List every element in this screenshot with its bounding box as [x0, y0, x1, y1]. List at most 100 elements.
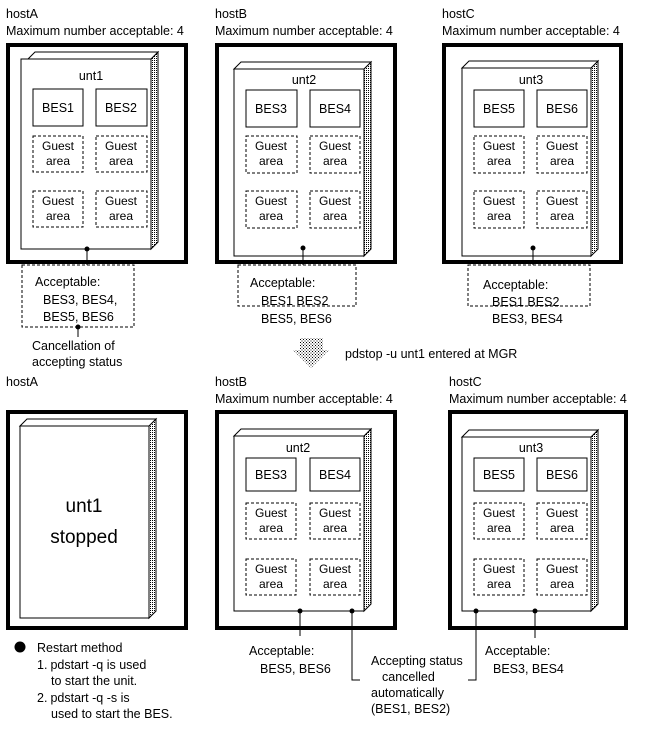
guest-label: area: [109, 154, 133, 168]
step-text: is: [117, 691, 130, 705]
bes-box: [309, 89, 361, 128]
guest-area: [95, 190, 148, 228]
guest-area: [309, 135, 361, 174]
guest-label: area: [550, 154, 574, 168]
guest-area: [32, 190, 84, 228]
unit-label: unt2: [286, 441, 310, 455]
unit-shadow: [148, 417, 157, 620]
unit-shadow-top: [232, 61, 373, 70]
bes-label: BES2: [105, 101, 137, 115]
guest-label: area: [487, 577, 511, 591]
guest-label: Guest: [319, 562, 352, 576]
restart-step-2: 2.pdstart -q -s is: [37, 691, 130, 705]
bes-label: BES5: [483, 468, 515, 482]
step-text: is used: [103, 658, 146, 672]
guest-label: Guest: [105, 139, 138, 153]
bullet-icon: [14, 641, 26, 653]
acceptable-title: Acceptable:: [35, 275, 100, 289]
transition-label: pdstop -u unt1 entered at MGR: [345, 347, 517, 361]
guest-label: area: [109, 209, 133, 223]
guest-label: Guest: [546, 139, 579, 153]
unit-unt2: unt2 BES3 BES4 Guest area Guest area Gue…: [232, 427, 373, 613]
host-a-frame: [6, 43, 188, 264]
connector-line: [468, 611, 477, 681]
unit-unt1: unt1 BES1 BES2 Guest area Guest area Gue…: [20, 50, 160, 251]
guest-area: [473, 190, 525, 229]
guest-label: Guest: [319, 506, 352, 520]
cancellation-label: accepting status: [32, 355, 122, 369]
guest-area: [32, 135, 84, 173]
unit-label: unt3: [519, 441, 543, 455]
bes-label: BES6: [546, 102, 578, 116]
guest-area: [473, 135, 525, 174]
unit-shadow-top: [232, 428, 373, 437]
host-c-top: hostC Maximum number acceptable: 4 unt3 …: [442, 7, 623, 326]
guest-label: Guest: [319, 139, 352, 153]
transition-suffix: entered at MGR: [425, 347, 517, 361]
bes-box: [473, 89, 525, 128]
guest-area: [473, 502, 525, 540]
bes-label: BES4: [319, 468, 351, 482]
unit-shadow: [150, 50, 159, 251]
host-c-bottom: hostC Maximum number acceptable: 4 unt3 …: [448, 375, 628, 681]
guest-area: [245, 190, 298, 229]
unit-unt2: unt2 BES3 BES4 Guest area Guest area Gue…: [232, 60, 373, 258]
auto-cancel-line: cancelled: [382, 670, 435, 684]
guest-area: [309, 190, 361, 229]
guest-area: [95, 135, 148, 173]
guest-label: Guest: [483, 506, 516, 520]
acceptable-box-b: [237, 264, 357, 307]
host-a-label: hostA: [6, 375, 39, 389]
host-b-frame: [215, 410, 397, 630]
guest-label: area: [323, 577, 347, 591]
acceptable-line: BES3, BES4: [493, 662, 564, 676]
guest-label: Guest: [105, 194, 138, 208]
unit-label: unt2: [292, 73, 316, 87]
transition-command: pdstop -u unt1: [345, 347, 425, 361]
guest-area: [536, 502, 588, 540]
bes-label: BES4: [319, 102, 351, 116]
host-b-max: Maximum number acceptable: 4: [215, 24, 393, 38]
bes-label: BES3: [255, 468, 287, 482]
guest-label: area: [487, 521, 511, 535]
acceptable-line: BES1 BES2: [492, 295, 559, 309]
acceptable-line: BES3, BES4,: [43, 293, 117, 307]
acceptable-line: BES5, BES6: [261, 312, 332, 326]
guest-label: Guest: [483, 562, 516, 576]
step-command: pdstart -q -s: [50, 691, 117, 705]
acceptable-title: Acceptable:: [249, 644, 314, 658]
auto-cancel-line: automatically: [371, 686, 445, 700]
host-a-bottom: hostA unt1 stopped: [6, 375, 188, 630]
guest-area: [309, 558, 361, 596]
host-b-bottom: hostB Maximum number acceptable: 4 unt2 …: [215, 375, 397, 681]
host-b-top: hostB Maximum number acceptable: 4 unt2 …: [215, 7, 397, 326]
restart-title: Restart method: [37, 641, 123, 655]
guest-label: area: [259, 577, 283, 591]
transition: pdstop -u unt1 entered at MGR: [293, 338, 517, 368]
bes-box: [245, 89, 298, 128]
auto-cancel-note: Accepting status cancelled automatically…: [371, 654, 463, 716]
host-b-max: Maximum number acceptable: 4: [215, 392, 393, 406]
guest-label: Guest: [546, 194, 579, 208]
unit-shadow: [590, 428, 599, 613]
unit-unt3: unt3 BES5 BES6 Guest area Guest area Gue…: [460, 428, 600, 613]
bes-box: [95, 88, 148, 127]
bes-label: BES1: [42, 101, 74, 115]
guest-label: Guest: [483, 139, 516, 153]
bes-box: [536, 457, 588, 492]
unit-shadow: [363, 60, 372, 258]
unit-label: unt1: [79, 69, 103, 83]
bes-box: [32, 88, 84, 127]
host-b-frame: [215, 43, 397, 264]
guest-label: Guest: [255, 562, 288, 576]
bes-box: [536, 89, 588, 128]
step-number: 1.: [37, 658, 47, 672]
acceptable-box-c: [467, 264, 591, 307]
guest-label: area: [323, 154, 347, 168]
stopped-unit-label: unt1: [66, 496, 103, 517]
guest-label: area: [550, 577, 574, 591]
restart-method: Restart method 1.pdstart -q is used to s…: [14, 641, 173, 721]
guest-label: area: [259, 154, 283, 168]
connector-line: [351, 611, 360, 681]
host-c-label: hostC: [449, 375, 482, 389]
